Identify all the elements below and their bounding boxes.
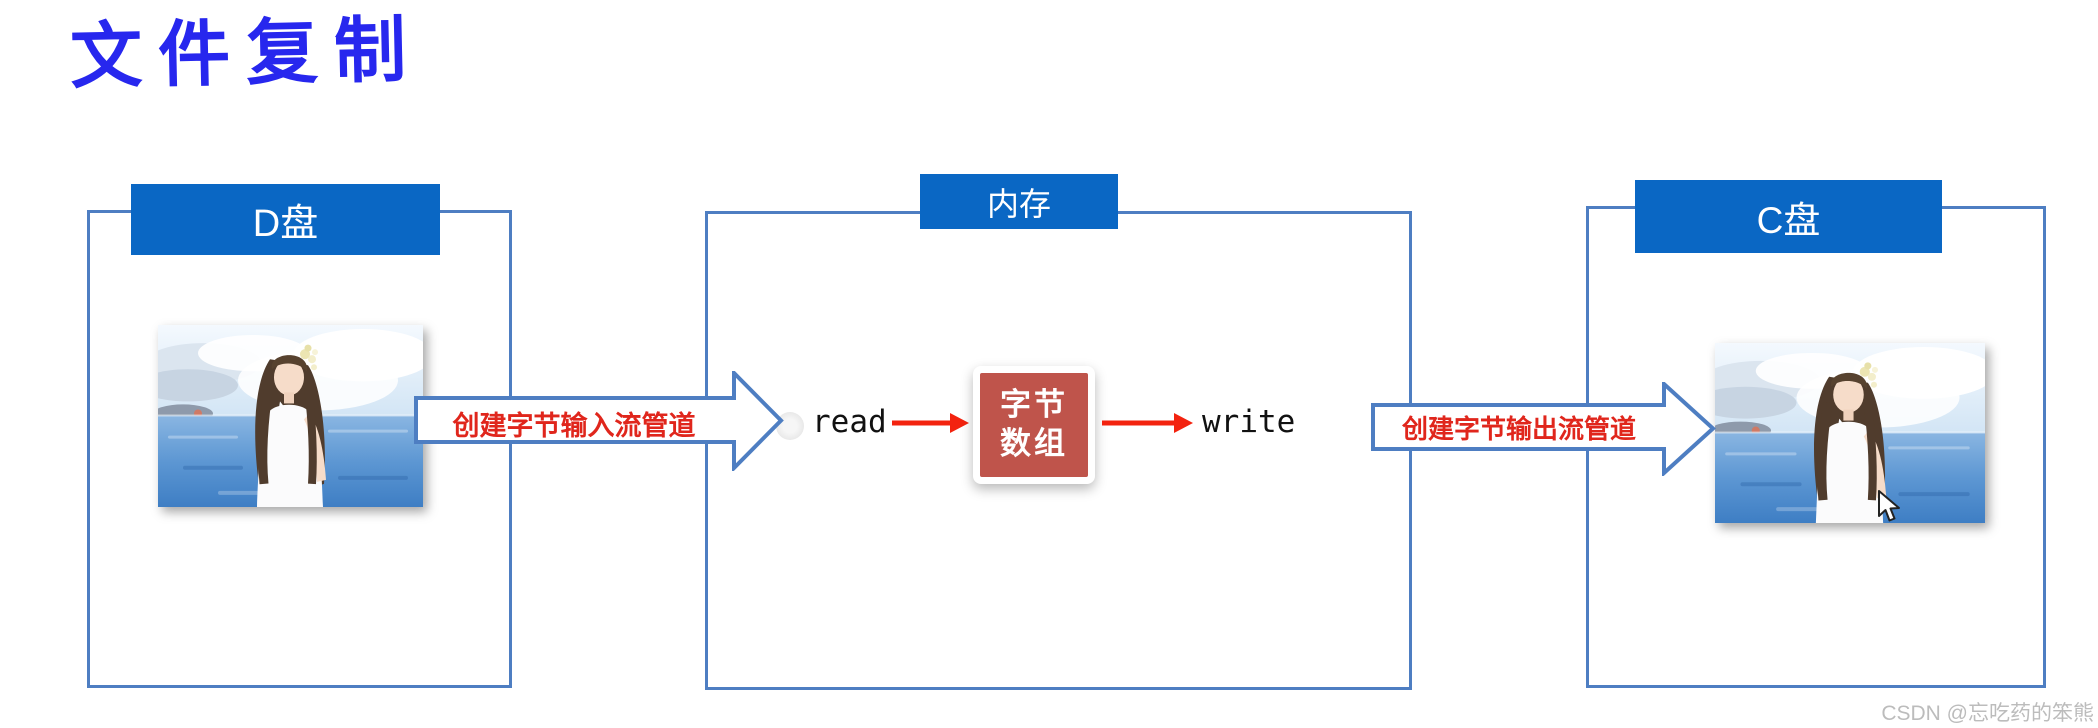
byte-array-box: 字节 数组 — [973, 366, 1095, 484]
write-label: write — [1202, 404, 1296, 440]
memory-label: 内存 — [986, 185, 1051, 222]
photo-girl-seaside-illustration — [158, 325, 423, 507]
page-title: 文件复制 — [69, 7, 423, 99]
memory-header: 内存 — [920, 174, 1118, 229]
read-label: read — [812, 404, 887, 440]
input-pipe-arrow — [414, 371, 784, 471]
write-flow-arrow-icon — [1102, 413, 1193, 433]
c-drive-label: C盘 — [1756, 199, 1821, 241]
photo-girl-seaside-source — [158, 325, 423, 507]
photo-girl-seaside-copy — [1715, 343, 1985, 523]
byte-array-box-inner: 字节 数组 — [980, 373, 1088, 477]
output-pipe-arrow-label: 创建字节输出流管道 — [1401, 415, 1636, 445]
photo-girl-seaside-illustration — [1715, 343, 1985, 523]
input-pipe-arrow-label: 创建字节输入流管道 — [452, 411, 696, 442]
byte-array-label: 字节 数组 — [1000, 387, 1068, 462]
c-drive-header: C盘 — [1635, 180, 1942, 253]
recording-highlight-artifact — [776, 412, 804, 440]
read-flow-arrow-icon — [892, 413, 969, 433]
d-drive-header: D盘 — [131, 184, 440, 255]
d-drive-label: D盘 — [252, 203, 319, 245]
watermark: CSDN @忘吃药的笨熊 — [1881, 702, 2094, 725]
mouse-cursor-icon — [1878, 490, 1900, 522]
output-pipe-arrow — [1371, 382, 1716, 476]
